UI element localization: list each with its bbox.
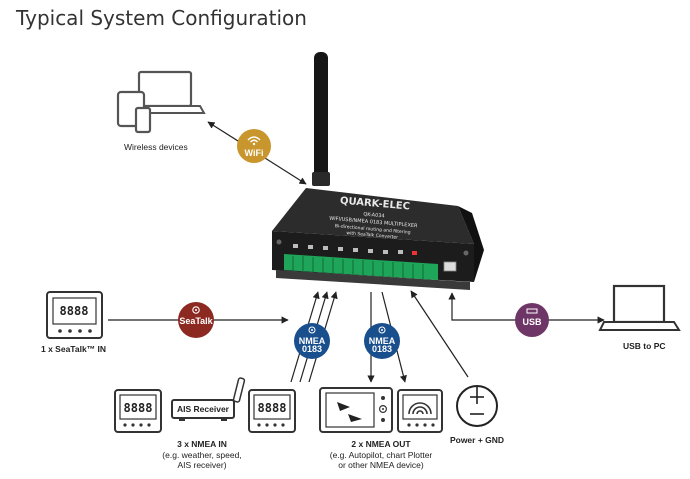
multiplexer-device: QUARK-ELEC QK-A034 WIFI/USB/NMEA 0183 MU… — [272, 188, 484, 290]
seatalk-badge: SeaTalk — [178, 302, 214, 338]
wireless-devices-label: Wireless devices — [124, 142, 188, 152]
wifi-badge-label: WiFi — [245, 148, 264, 158]
nmea-out-badge: NMEA 0183 — [364, 323, 400, 359]
ais-receiver-icon: AIS Receiver — [171, 377, 246, 421]
nmea-in-display-1-icon: 8888 — [114, 389, 162, 433]
nmea-in-subtitle-1: (e.g. weather, speed, — [162, 450, 241, 460]
nmea-in-title: 3 x NMEA IN — [177, 439, 227, 449]
usb-link-line — [448, 292, 605, 324]
power-supply-icon — [456, 385, 498, 427]
multiplexer-model: QK-A034 — [363, 212, 385, 220]
nmea-out-subtitle-2: or other NMEA device) — [338, 460, 424, 470]
nmea-in-badge: NMEA 0183 — [294, 323, 330, 359]
nmea-in-display-1-digits: 8888 — [124, 401, 153, 415]
antenna-icon — [312, 52, 330, 186]
nmea-in-badge-label: NMEA — [299, 336, 326, 346]
page-title: Typical System Configuration — [16, 6, 307, 30]
power-link-line — [410, 290, 469, 378]
usb-badge-label: USB — [522, 317, 542, 327]
nmea-in-display-2-digits: 8888 — [258, 401, 287, 415]
nmea-out-badge-sub: 0183 — [372, 344, 392, 354]
nmea-out-title: 2 x NMEA OUT — [351, 439, 411, 449]
wireless-devices-icon — [116, 70, 206, 134]
autopilot-display-icon — [397, 389, 443, 433]
nmea-out-subtitle-1: (e.g. Autopilot, chart Plotter — [330, 450, 433, 460]
nmea-out-badge-label: NMEA — [369, 336, 396, 346]
nmea-in-badge-sub: 0183 — [302, 344, 322, 354]
power-gnd-label: Power + GND — [450, 435, 504, 445]
seatalk-display-digits: 8888 — [60, 304, 89, 318]
seatalk-in-label: 1 x SeaTalk™ IN — [41, 344, 106, 354]
chart-plotter-icon — [319, 387, 393, 433]
usb-badge: USB — [515, 303, 549, 337]
usb-to-pc-label: USB to PC — [623, 341, 666, 351]
nmea-in-display-2-icon: 8888 — [248, 389, 296, 433]
nmea-in-subtitle-2: AIS receiver) — [177, 460, 226, 470]
pc-laptop-icon — [598, 284, 681, 331]
seatalk-display-icon: 8888 — [46, 291, 103, 339]
multiplexer-line3: with SeaTalk Converter — [346, 230, 398, 241]
seatalk-badge-label: SeaTalk — [179, 316, 213, 326]
wifi-badge: WiFi — [237, 129, 271, 163]
ais-receiver-label: AIS Receiver — [177, 404, 230, 414]
